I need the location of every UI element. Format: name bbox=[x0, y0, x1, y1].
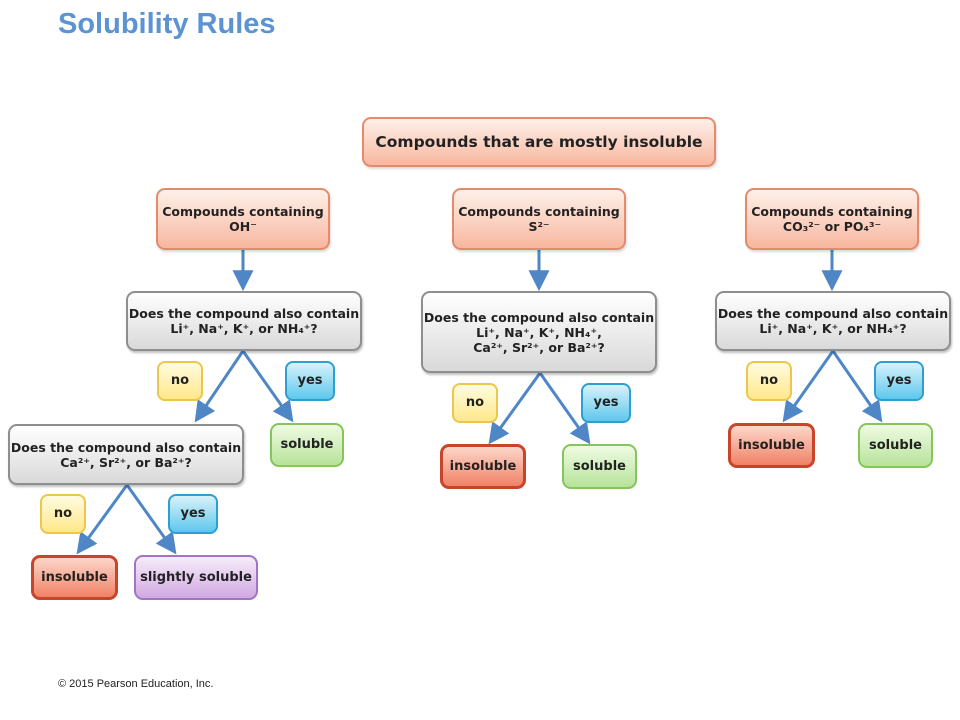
category-carbonate-phosphate: Compounds containing CO₃²⁻ or PO₄³⁻ bbox=[745, 188, 919, 250]
copyright-footer: © 2015 Pearson Education, Inc. bbox=[58, 678, 214, 690]
no-label-sulfide: no bbox=[452, 383, 498, 423]
result-sulfide-soluble: soluble bbox=[562, 444, 637, 489]
arrow-s-yes bbox=[538, 372, 591, 445]
yes-label-hydroxide: yes bbox=[285, 361, 335, 401]
question-hydroxide-line-1: Does the compound also contain bbox=[128, 306, 360, 321]
result-carbonate-phosphate-insoluble-text: insoluble bbox=[738, 437, 805, 453]
no-label-carbonate-phosphate-text: no bbox=[759, 373, 779, 389]
result-carbonate-phosphate-soluble-text: soluble bbox=[869, 437, 922, 453]
no-label-carbonate-phosphate: no bbox=[746, 361, 792, 401]
question-carbonate-phosphate-line-2: Li⁺, Na⁺, K⁺, or NH₄⁺? bbox=[759, 321, 907, 336]
sub-question-hydroxide: Does the compound also contain Ca²⁺, Sr²… bbox=[8, 424, 244, 485]
page-title: Solubility Rules bbox=[58, 8, 276, 40]
arrow-co3-no bbox=[782, 350, 835, 423]
category-hydroxide-line-2: OH⁻ bbox=[229, 219, 257, 234]
question-hydroxide: Does the compound also contain Li⁺, Na⁺,… bbox=[126, 291, 362, 351]
yes-label-sulfide: yes bbox=[581, 383, 631, 423]
no-label-sulfide-text: no bbox=[465, 395, 485, 411]
yes-label-sulfide-text: yes bbox=[593, 395, 619, 411]
sub-question-hydroxide-line-1: Does the compound also contain bbox=[10, 439, 242, 455]
root-node-label: Compounds that are mostly insoluble bbox=[375, 132, 703, 151]
yes-label-carbonate-phosphate: yes bbox=[874, 361, 924, 401]
result-hydroxide-soluble-text: soluble bbox=[280, 437, 334, 453]
arrow-co3-yes bbox=[831, 350, 883, 423]
result-sulfide-soluble-text: soluble bbox=[573, 458, 626, 474]
yes-label-carbonate-phosphate-text: yes bbox=[886, 373, 912, 389]
result-hydroxide-soluble: soluble bbox=[270, 423, 344, 467]
result-carbonate-phosphate-soluble: soluble bbox=[858, 423, 933, 468]
category-carbonate-phosphate-line-1: Compounds containing bbox=[751, 204, 913, 219]
sub-yes-label-hydroxide: yes bbox=[168, 494, 218, 534]
result-sulfide-insoluble: insoluble bbox=[440, 444, 526, 489]
sub-no-label-hydroxide-text: no bbox=[53, 506, 73, 522]
sub-yes-label-hydroxide-text: yes bbox=[180, 506, 206, 522]
question-sulfide-line-2: Li⁺, Na⁺, K⁺, NH₄⁺, bbox=[476, 324, 602, 340]
category-sulfide-line-1: Compounds containing bbox=[458, 204, 620, 219]
result-hydroxide-slightly-soluble-text: slightly soluble bbox=[140, 569, 252, 585]
sub-no-label-hydroxide: no bbox=[40, 494, 86, 534]
question-carbonate-phosphate-line-1: Does the compound also contain bbox=[717, 306, 949, 321]
result-hydroxide-slightly-soluble: slightly soluble bbox=[134, 555, 258, 600]
sub-question-hydroxide-line-2: Ca²⁺, Sr²⁺, or Ba²⁺? bbox=[60, 454, 192, 470]
root-node: Compounds that are mostly insoluble bbox=[362, 117, 716, 167]
question-sulfide-line-1: Does the compound also contain bbox=[423, 309, 655, 325]
question-carbonate-phosphate: Does the compound also contain Li⁺, Na⁺,… bbox=[715, 291, 951, 351]
result-hydroxide-insoluble: insoluble bbox=[31, 555, 118, 600]
category-sulfide: Compounds containing S²⁻ bbox=[452, 188, 626, 250]
question-sulfide-line-3: Ca²⁺, Sr²⁺, or Ba²⁺? bbox=[473, 339, 605, 355]
result-hydroxide-insoluble-text: insoluble bbox=[41, 569, 108, 585]
no-label-hydroxide-text: no bbox=[170, 373, 190, 389]
arrow-oh-no bbox=[194, 350, 245, 423]
result-carbonate-phosphate-insoluble: insoluble bbox=[728, 423, 815, 468]
arrow-oh-sub-no bbox=[76, 484, 129, 555]
category-sulfide-line-2: S²⁻ bbox=[528, 219, 550, 234]
category-carbonate-phosphate-line-2: CO₃²⁻ or PO₄³⁻ bbox=[782, 219, 882, 234]
arrow-oh-yes bbox=[241, 350, 294, 423]
category-hydroxide-line-1: Compounds containing bbox=[162, 204, 324, 219]
question-hydroxide-line-2: Li⁺, Na⁺, K⁺, or NH₄⁺? bbox=[170, 321, 318, 336]
question-sulfide: Does the compound also contain Li⁺, Na⁺,… bbox=[421, 291, 657, 373]
no-label-hydroxide: no bbox=[157, 361, 203, 401]
result-sulfide-insoluble-text: insoluble bbox=[449, 458, 517, 474]
arrow-s-no bbox=[488, 372, 542, 445]
arrow-oh-sub-yes bbox=[125, 484, 177, 555]
category-hydroxide: Compounds containing OH⁻ bbox=[156, 188, 330, 250]
yes-label-hydroxide-text: yes bbox=[297, 373, 323, 389]
